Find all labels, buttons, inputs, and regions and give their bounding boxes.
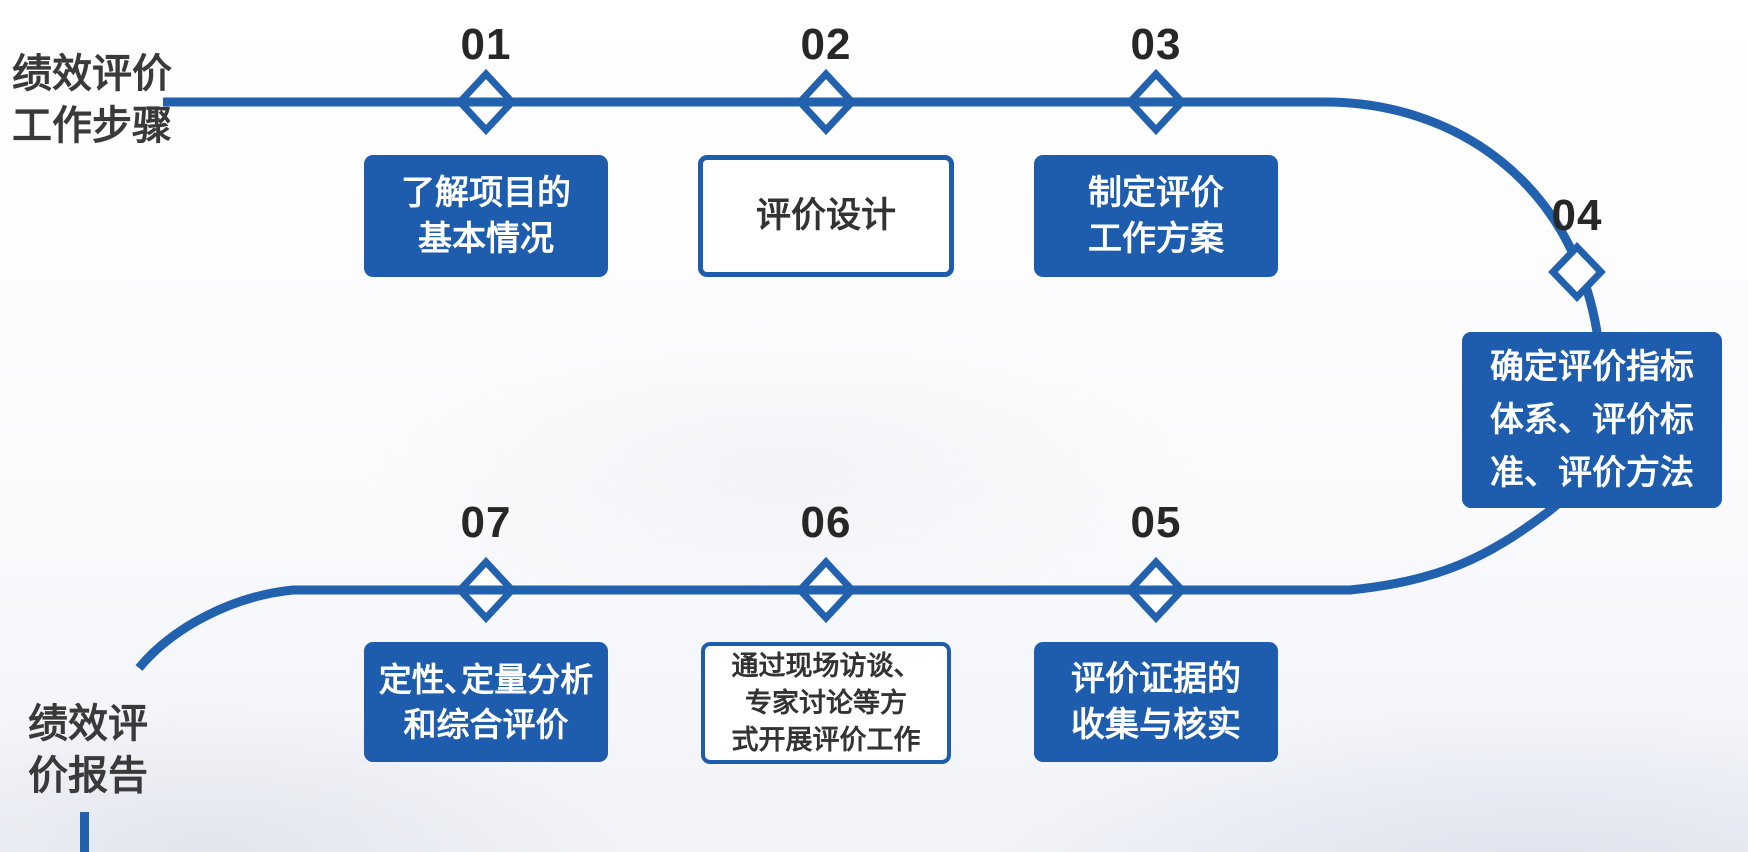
step-06-diamond-icon: [795, 556, 857, 624]
label-work-steps: 绩效评价 工作步骤: [12, 48, 172, 152]
step-03-text-line2: 工作方案: [1088, 220, 1224, 258]
step-03-number: 03: [1130, 20, 1182, 69]
step-02-number: 02: [800, 20, 852, 69]
step-01-text-line2: 基本情况: [418, 220, 554, 258]
label-work-steps-line1: 绩效评价: [12, 52, 172, 96]
step-02-box: 评价设计: [698, 155, 954, 277]
step-01-text-line1: 了解项目的: [401, 174, 571, 212]
step-07-text-line2: 和综合评价: [403, 706, 569, 743]
step-04-number: 04: [1551, 191, 1603, 240]
label-evaluation-report-line1: 绩效评: [28, 702, 148, 746]
report-tail-line: [80, 812, 89, 852]
step-02-text-line1: 评价设计: [755, 196, 896, 235]
step-04-box: 确定评价指标 体系、评价标 准、评价方法: [1462, 332, 1722, 508]
step-03-diamond-icon: [1125, 68, 1187, 136]
step-06-text-line2: 专家讨论等方: [745, 687, 907, 718]
step-01-box: 了解项目的 基本情况: [364, 155, 608, 277]
step-04-text-line1: 确定评价指标: [1490, 347, 1694, 386]
step-01-number: 01: [460, 20, 512, 69]
step-05-number: 05: [1130, 498, 1182, 547]
step-03-box: 制定评价 工作方案: [1034, 155, 1278, 277]
step-04-text-line3: 准、评价方法: [1490, 453, 1694, 492]
step-06-text-line3: 式开展评价工作: [731, 724, 921, 755]
step-06-number: 06: [800, 498, 852, 547]
step-07-box: 定性､定量分析 和综合评价: [364, 642, 608, 762]
step-06-box: 通过现场访谈、 专家讨论等方 式开展评价工作: [701, 642, 951, 764]
step-02-diamond-icon: [795, 68, 857, 136]
step-07-number: 07: [460, 498, 512, 547]
step-03-text-line1: 制定评价: [1088, 174, 1224, 212]
step-04-text-line2: 体系、评价标: [1490, 400, 1694, 439]
label-work-steps-line2: 工作步骤: [12, 104, 172, 148]
step-05-text-line1: 评价证据的: [1071, 660, 1241, 698]
label-evaluation-report: 绩效评 价报告: [28, 698, 148, 802]
step-05-diamond-icon: [1125, 556, 1187, 624]
label-evaluation-report-line2: 价报告: [28, 754, 148, 798]
step-07-text-line1: 定性､定量分析: [378, 661, 594, 698]
step-05-text-line2: 收集与核实: [1071, 706, 1241, 744]
step-05-box: 评价证据的 收集与核实: [1034, 642, 1278, 762]
step-06-text-line1: 通过现场访谈、: [731, 650, 921, 681]
step-04-diamond-icon: [1548, 241, 1606, 303]
step-01-diamond-icon: [455, 68, 517, 136]
step-07-diamond-icon: [455, 556, 517, 624]
